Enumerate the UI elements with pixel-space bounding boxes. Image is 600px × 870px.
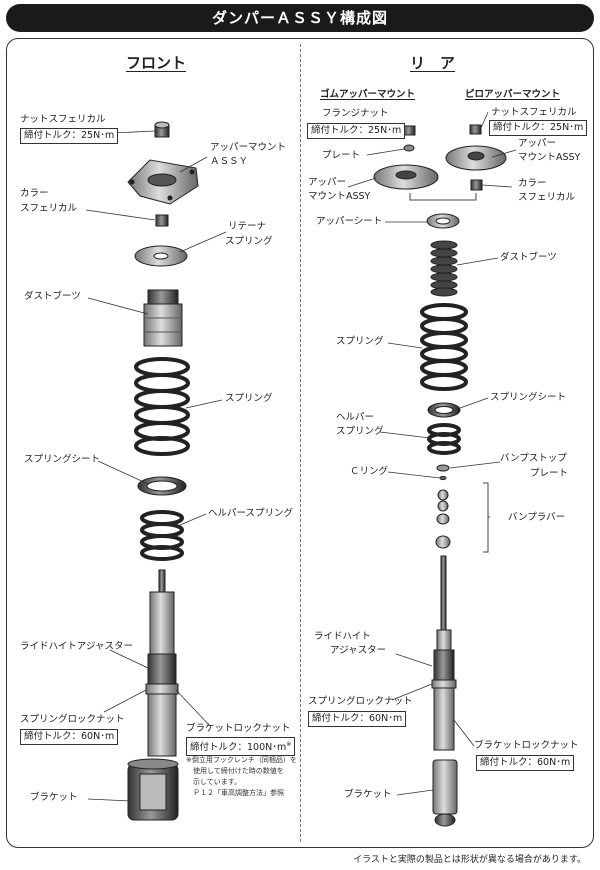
rear-helper-label-1: ヘルパー xyxy=(336,412,375,423)
rear-bracket-label: ブラケット xyxy=(344,789,392,800)
front-retainer-label-1: リテーナ xyxy=(228,221,267,232)
front-nut-spherical xyxy=(154,121,170,138)
rear-flange-nut-label: フランジナット xyxy=(322,108,389,119)
rear-collar-label-1: カラー xyxy=(518,178,547,189)
section-divider xyxy=(300,44,301,842)
rear-pillow-mount-label-1: アッパー xyxy=(518,138,557,149)
front-dust-boots xyxy=(143,289,183,347)
rear-dust-boots-label: ダストブーツ xyxy=(500,252,557,263)
rear-plate-label: プレート xyxy=(322,150,361,161)
pillow-mount-subtitle: ピロアッパーマウント xyxy=(465,89,561,100)
front-helper-spring-label: ヘルパースプリング xyxy=(208,508,294,519)
rear-spring-lock-nut-label: スプリングロックナット xyxy=(308,696,413,707)
rear-spring xyxy=(420,303,468,391)
rear-helper-spring xyxy=(427,423,461,455)
rear-pillow-collar xyxy=(470,179,483,191)
front-note-3: 示しています。 xyxy=(186,778,242,786)
rear-upper-mount-label-2: マウントASSY xyxy=(308,191,371,202)
front-damper-body xyxy=(145,569,179,757)
page-header: ダンパーＡＳＳＹ構成図 xyxy=(6,4,594,32)
rear-bump-rubber-label: バンプラバー xyxy=(508,512,566,523)
rear-bump-stop-label-1: バンプストップ xyxy=(500,453,567,464)
front-note-2: 使用して締付けた時の数値を xyxy=(186,767,284,775)
rear-upper-mount-label-1: アッパー xyxy=(308,177,347,188)
front-spring-seat-label: スプリングシート xyxy=(24,454,101,465)
rear-section-title: リ ア xyxy=(410,54,456,72)
rear-collar-label-2: スフェリカル xyxy=(518,192,576,203)
bump-rubber-bracket-line xyxy=(483,482,489,553)
front-collar-label-2: スフェリカル xyxy=(20,203,78,214)
rubber-mount-subtitle: ゴムアッパーマウント xyxy=(320,89,416,100)
front-collar xyxy=(155,214,169,227)
front-bracket-lock-torque-text: 締付トルク：100N･m xyxy=(190,742,287,754)
rear-pillow-upper-mount xyxy=(445,145,507,171)
front-bracket-label: ブラケット xyxy=(30,792,78,803)
rear-spring-seat-label: スプリングシート xyxy=(490,392,567,403)
front-collar-label-1: カラー xyxy=(20,188,49,199)
rear-pillow-mount-label-2: マウントASSY xyxy=(518,152,581,163)
rear-pillow-nut xyxy=(469,124,482,135)
front-note-4: Ｐ１２「車高調整方法」参照 xyxy=(186,789,284,797)
rear-spring-lock-torque: 締付トルク：60N･m xyxy=(308,711,407,727)
front-nut-torque: 締付トルク：25N･m xyxy=(20,128,119,144)
rear-rubber-upper-mount xyxy=(373,164,439,190)
front-spring xyxy=(134,357,190,456)
front-retainer-spring xyxy=(134,245,188,267)
front-dust-boots-label: ダストブーツ xyxy=(24,291,81,302)
rear-damper-body xyxy=(431,555,457,751)
rear-pillow-nut-torque: 締付トルク：25N･m xyxy=(489,120,588,136)
front-helper-spring xyxy=(140,510,184,561)
front-upper-mount-label-1: アッパーマウント xyxy=(210,142,287,153)
front-spring-seat xyxy=(137,476,187,496)
front-bracket-lock-torque-mark: ※ xyxy=(286,741,292,748)
front-retainer-label-2: スプリング xyxy=(225,236,273,247)
rear-bracket xyxy=(432,759,458,827)
rear-ride-height-label-2: アジャスター xyxy=(330,645,387,656)
rear-bracket-lock-nut-label: ブラケットロックナット xyxy=(474,740,579,751)
front-bracket-lock-torque: 締付トルク：100N･m※ xyxy=(186,737,296,757)
rear-upper-seat-label: アッパーシート xyxy=(316,216,383,227)
rear-helper-label-2: スプリング xyxy=(336,426,384,437)
rear-flange-torque: 締付トルク：25N･m xyxy=(307,123,406,139)
front-spring-label: スプリング xyxy=(225,393,273,404)
rear-spring-label: スプリング xyxy=(336,336,384,347)
mount-bracket-line xyxy=(409,193,477,201)
rear-dust-boots xyxy=(430,240,458,297)
rear-ride-height-label-1: ライドハイト xyxy=(314,631,371,642)
front-upper-mount xyxy=(127,159,199,205)
rear-c-ring xyxy=(439,475,447,481)
rear-bump-stop-label-2: プレート xyxy=(530,468,569,479)
rear-bump-rubber xyxy=(435,489,451,549)
front-spring-lock-torque: 締付トルク：60N･m xyxy=(20,729,119,745)
leader-lines xyxy=(85,111,517,802)
rear-bracket-lock-torque: 締付トルク：60N･m xyxy=(476,755,575,771)
rear-spring-seat xyxy=(427,402,461,418)
front-bracket-lock-nut-label: ブラケットロックナット xyxy=(186,723,291,734)
rear-plate xyxy=(403,144,415,152)
front-ride-height-label: ライドハイトアジャスター xyxy=(20,641,133,652)
rear-bump-stop-plate xyxy=(436,464,450,472)
front-nut-label: ナットスフェリカル xyxy=(20,114,106,125)
front-section-title: フロント xyxy=(126,54,187,72)
page-title: ダンパーＡＳＳＹ構成図 xyxy=(211,9,388,27)
front-spring-lock-nut-label: スプリングロックナット xyxy=(20,714,125,725)
rear-c-ring-label: Ｃリング xyxy=(350,466,389,477)
front-note-1: ※倒立用フックレンチ（同梱品）を xyxy=(186,756,297,764)
front-bracket xyxy=(127,758,179,821)
footer-disclaimer: イラストと実際の製品とは形状が異なる場合があります。 xyxy=(353,855,586,865)
front-upper-mount-label-2: ＡＳＳＹ xyxy=(210,156,249,167)
rear-pillow-nut-label: ナットスフェリカル xyxy=(491,107,577,118)
rear-upper-seat xyxy=(426,213,460,229)
diagram-frame xyxy=(6,38,594,848)
